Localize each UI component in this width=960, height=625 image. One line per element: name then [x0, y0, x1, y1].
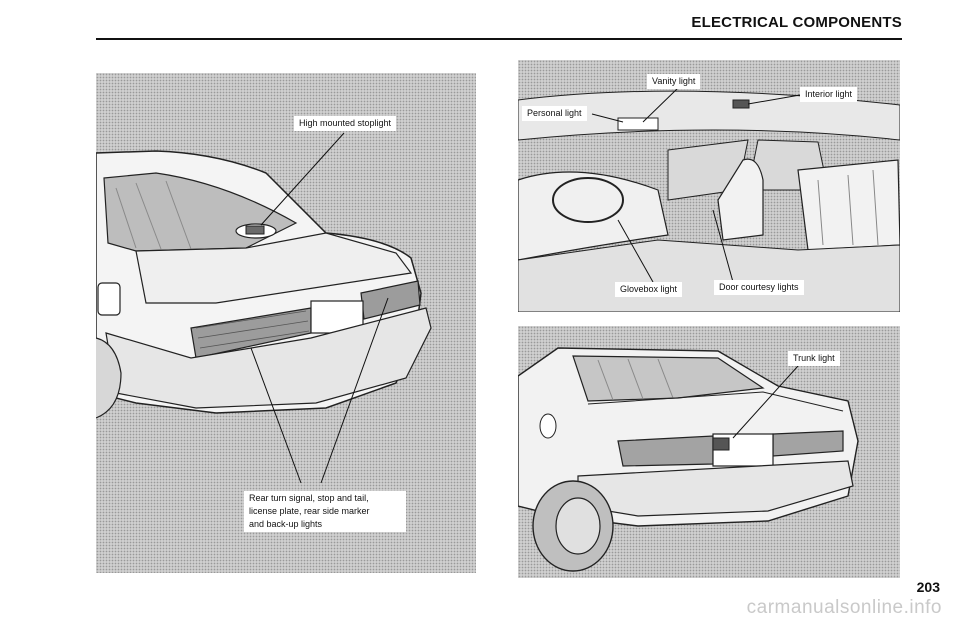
page-number: 203: [916, 579, 940, 595]
label-personal-light: Personal light: [522, 106, 587, 121]
label-rear-lights-line1: Rear turn signal, stop and tail,: [249, 493, 369, 503]
interior-drawing: [518, 87, 900, 312]
rear-car-illustration: High mounted stoplight Rear turn signal,…: [96, 73, 476, 573]
rear-car-drawing: [96, 132, 432, 484]
label-rear-lights-line2: license plate, rear side marker: [249, 506, 370, 516]
header-rule: [96, 38, 902, 40]
label-trunk-light: Trunk light: [788, 351, 840, 366]
label-vanity-light: Vanity light: [647, 74, 701, 89]
trunk-illustration: Trunk light: [518, 326, 900, 578]
label-rear-lights: Rear turn signal, stop and tail, license…: [244, 491, 406, 532]
label-glovebox-light: Glovebox light: [615, 282, 683, 297]
interior-illustration: Vanity light Interior light Personal lig…: [518, 60, 900, 312]
page-title: ELECTRICAL COMPONENTS: [691, 14, 902, 31]
watermark: carmanualsonline.info: [746, 597, 942, 618]
label-door-courtesy-lights: Door courtesy lights: [714, 280, 804, 295]
label-interior-light: Interior light: [800, 87, 858, 102]
label-high-mounted-stoplight: High mounted stoplight: [294, 116, 397, 131]
label-rear-lights-line3: and back-up lights: [249, 519, 323, 529]
trunk-drawing: [518, 347, 859, 572]
